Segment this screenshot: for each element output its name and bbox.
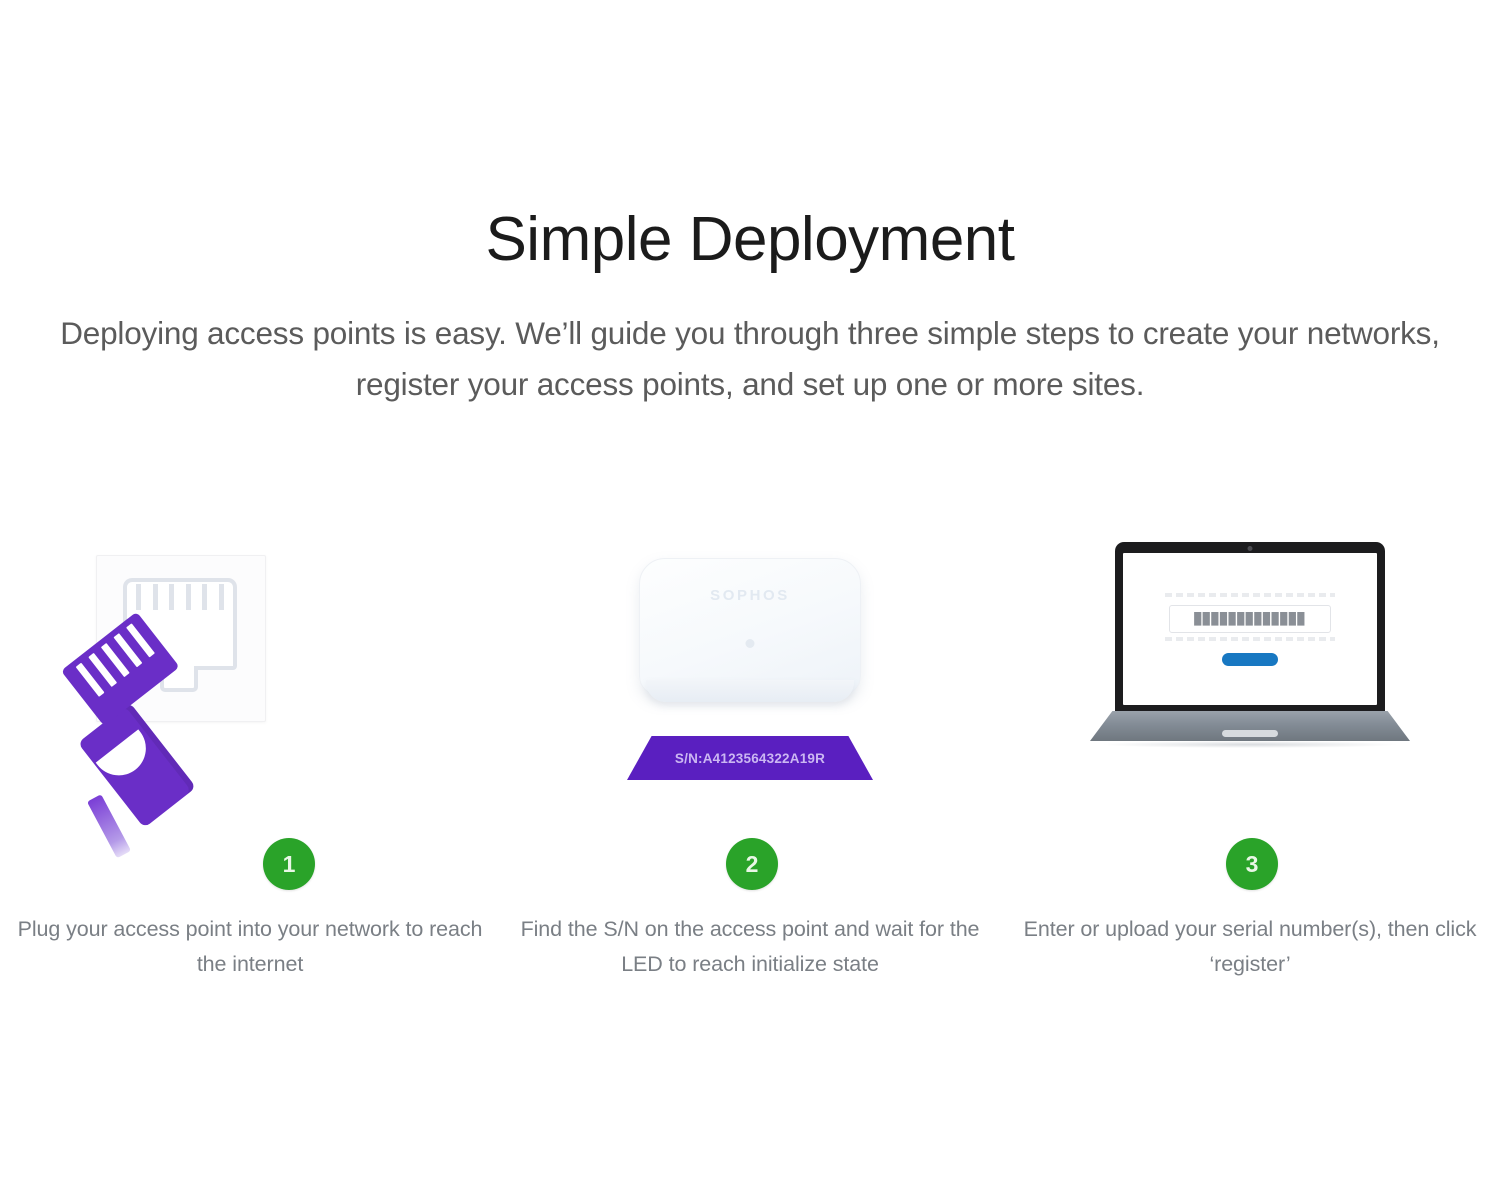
step-caption-3: Enter or upload your serial number(s), t… xyxy=(1023,917,1477,976)
step-badge-3: 3 xyxy=(1226,838,1278,890)
steps-row: 1 Plug your access point into your netwo… xyxy=(0,520,1500,982)
access-point-icon: SOPHOS S/N:A4123564322A19R xyxy=(605,558,895,818)
header: Simple Deployment Deploying access point… xyxy=(0,0,1500,410)
led-indicator-icon xyxy=(745,639,755,648)
register-button[interactable] xyxy=(1222,653,1278,666)
step-2-illustration: SOPHOS S/N:A4123564322A19R xyxy=(540,520,960,850)
step-1: 1 Plug your access point into your netwo… xyxy=(0,520,500,982)
step-caption-1: Plug your access point into your network… xyxy=(17,917,483,976)
laptop-screen: █████████████ xyxy=(1123,553,1377,705)
socket-pins xyxy=(136,584,224,610)
serial-number-input[interactable]: █████████████ xyxy=(1169,605,1331,633)
ethernet-plug-icon xyxy=(60,611,290,859)
page-subtitle: Deploying access points is easy. We’ll g… xyxy=(60,315,1440,403)
step-3: █████████████ 3 Enter or upload your ser… xyxy=(1000,520,1500,982)
page-title: Simple Deployment xyxy=(485,205,1015,274)
screen-placeholder-line-bottom xyxy=(1165,637,1335,641)
sophos-logo: SOPHOS xyxy=(710,587,790,604)
step-caption-2: Find the S/N on the access point and wai… xyxy=(520,917,980,976)
screen-placeholder-line-top xyxy=(1165,593,1335,597)
step-1-illustration xyxy=(40,520,460,859)
access-point-body: SOPHOS xyxy=(639,558,861,702)
step-badge-2: 2 xyxy=(726,838,778,890)
serial-number-text: S/N:A4123564322A19R xyxy=(674,750,826,766)
laptop-shadow xyxy=(1104,741,1396,748)
laptop-lid: █████████████ xyxy=(1115,542,1385,714)
serial-number-label: S/N:A4123564322A19R xyxy=(627,736,873,780)
step-badge-1: 1 xyxy=(263,838,315,890)
step-3-illustration: █████████████ xyxy=(1040,520,1460,850)
step-2: SOPHOS S/N:A4123564322A19R 2 Find the S/… xyxy=(500,520,1000,982)
socket-tab-slot xyxy=(160,666,198,692)
laptop-front-notch xyxy=(1222,730,1278,737)
webcam-icon xyxy=(1247,546,1253,551)
laptop-icon: █████████████ xyxy=(1090,542,1410,772)
